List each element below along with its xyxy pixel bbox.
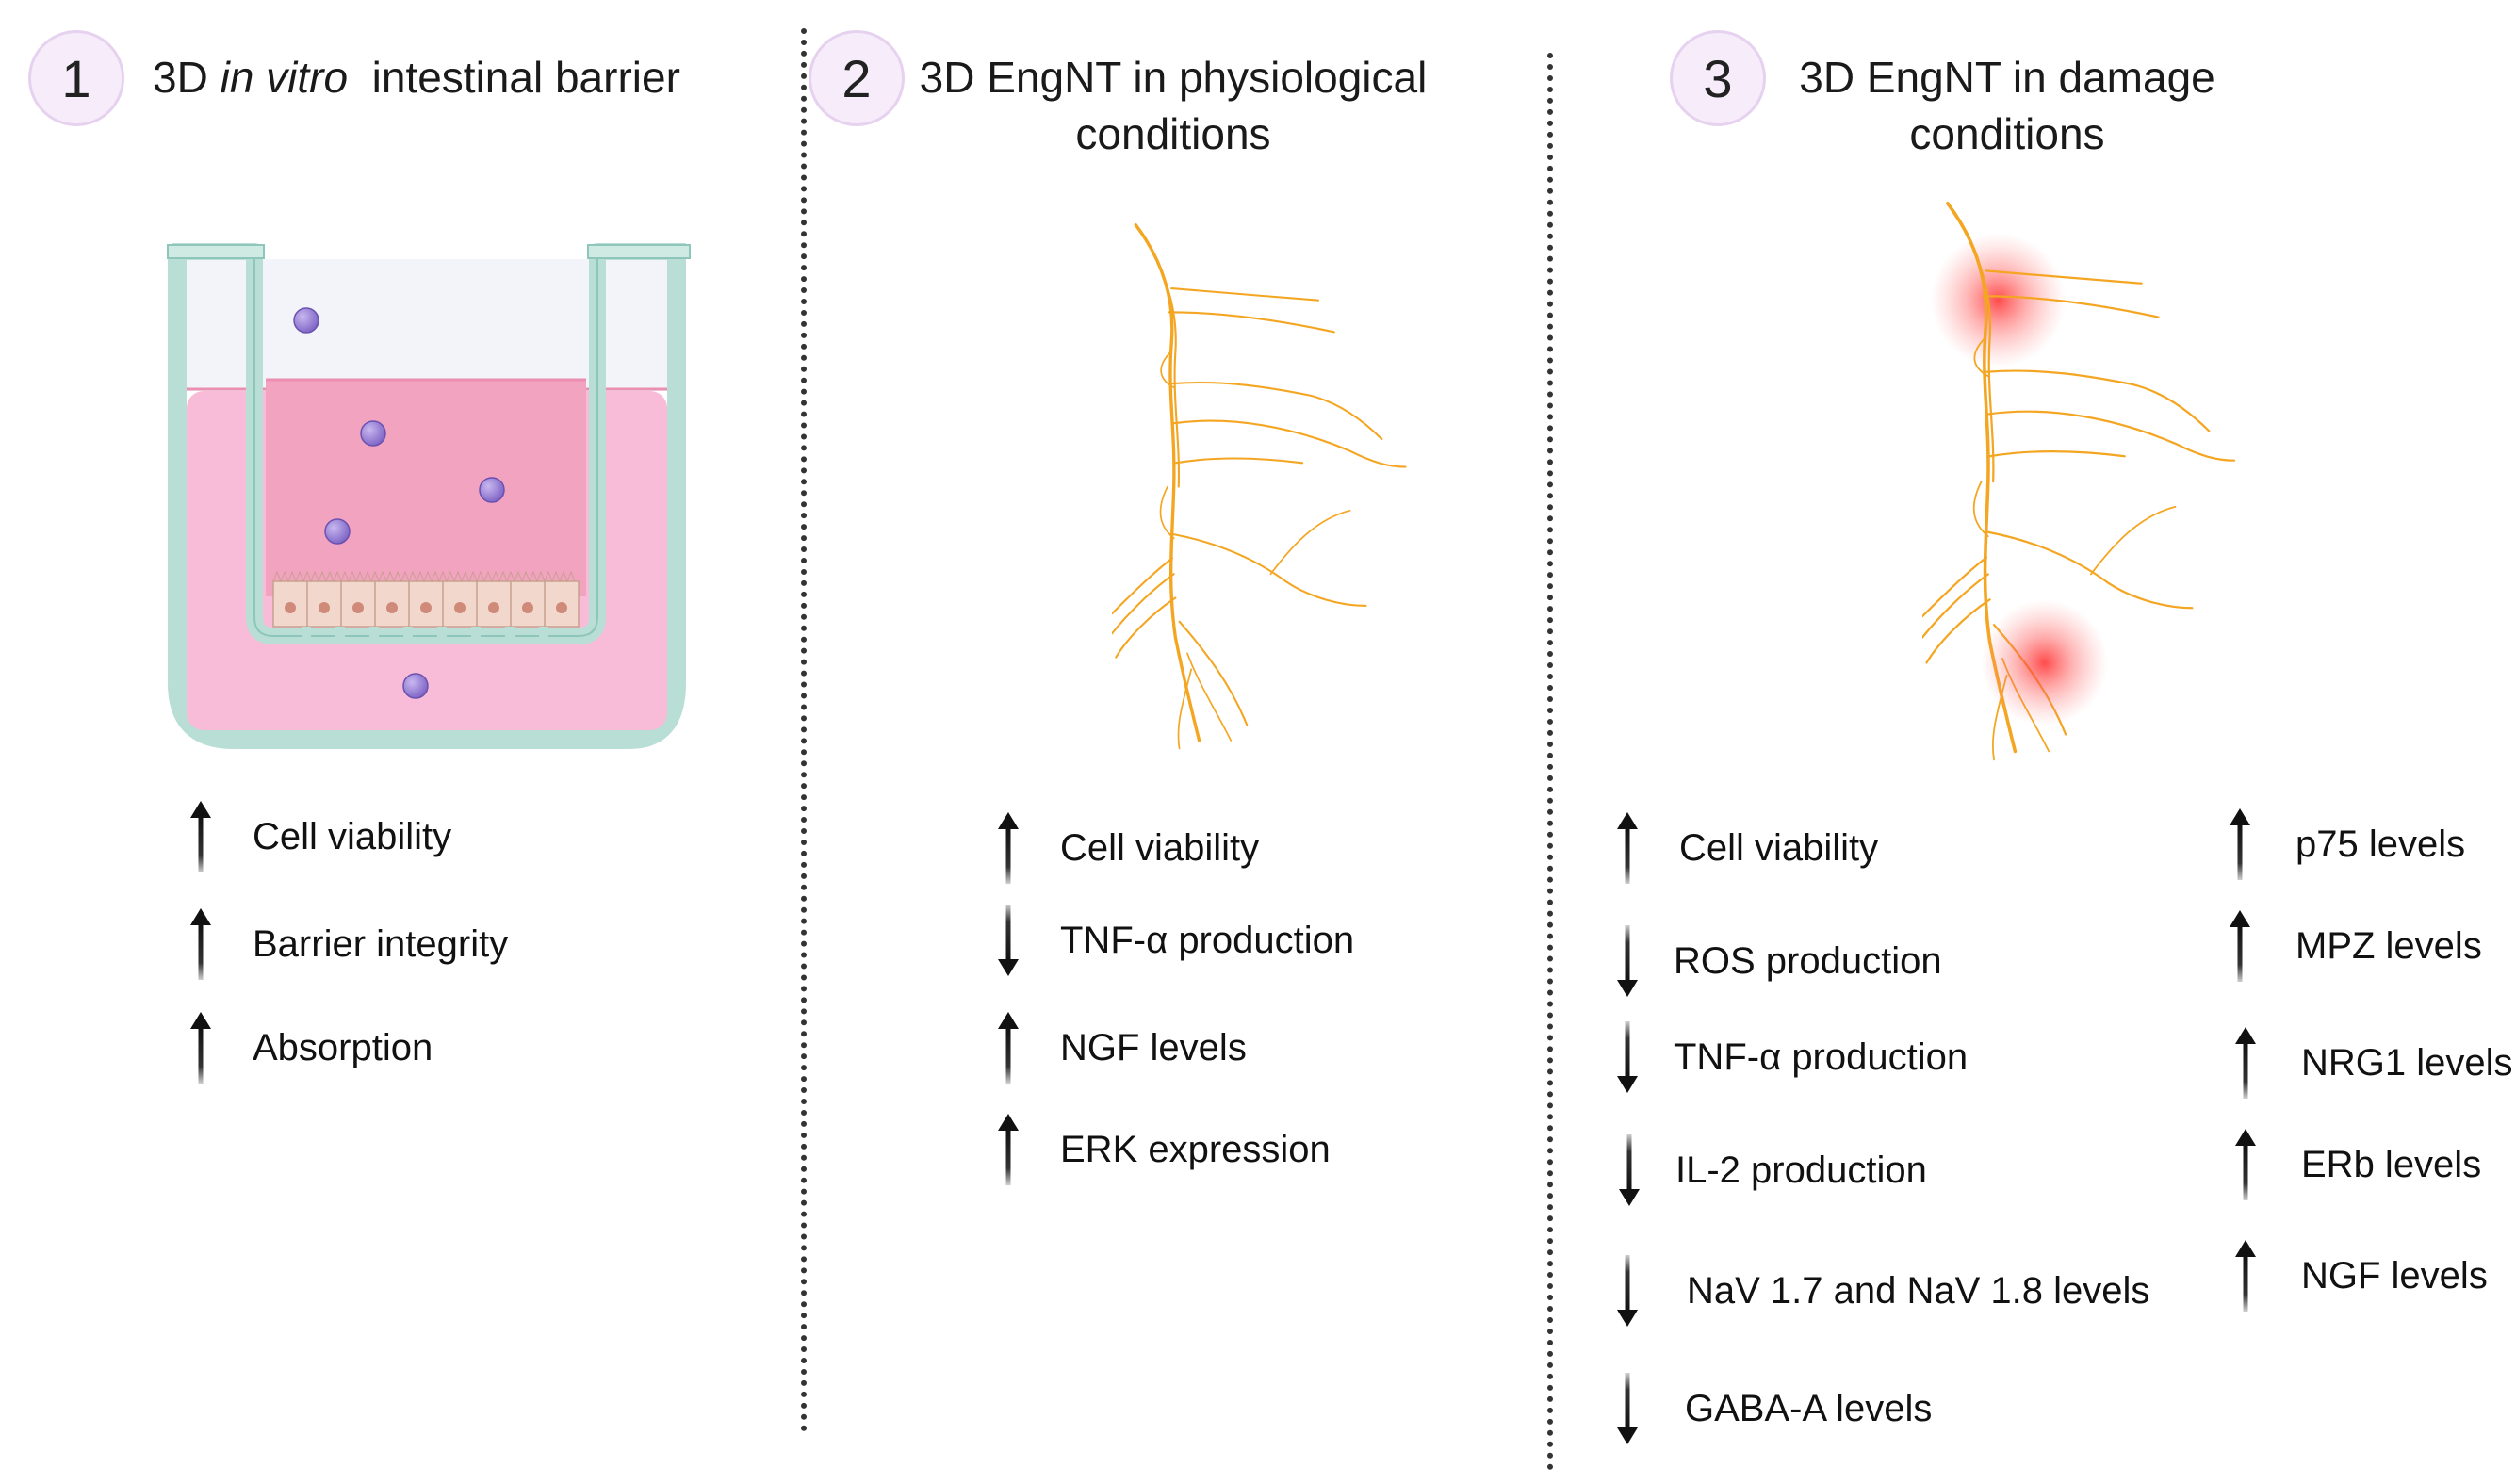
section-divider	[1547, 53, 1553, 1471]
panel-title: 3D EngNT in physiological conditions	[919, 53, 1428, 158]
particle-beads	[293, 307, 505, 699]
arrow-down-icon	[1619, 1134, 1640, 1206]
arrow-up-icon	[2230, 808, 2250, 880]
arrow-up-icon	[2235, 1240, 2256, 1312]
list-item: ROS production	[1613, 923, 1942, 999]
list-item: MPZ levels	[2226, 908, 2482, 984]
list-item: Cell viability	[187, 799, 451, 874]
epithelial-cell-layer	[272, 570, 580, 642]
panel-title: 3D EngNT in damage conditions	[1799, 53, 2215, 158]
arrow-down-icon	[1617, 1021, 1638, 1093]
arrow-up-icon	[190, 801, 211, 872]
arrow-up-icon	[190, 1012, 211, 1084]
list-item: NaV 1.7 and NaV 1.8 levels	[1613, 1253, 2149, 1329]
arrow-up-icon	[2235, 1129, 2256, 1200]
list-item: TNF-α production	[1613, 1019, 1968, 1095]
step-number: 3	[1703, 48, 1733, 108]
panel-title: 3D in vitro intestinal barrier	[153, 53, 680, 102]
step-number: 2	[841, 48, 872, 108]
step-number-badge: 2	[809, 30, 905, 126]
list-item: p75 levels	[2226, 807, 2465, 882]
arrow-down-icon	[998, 905, 1019, 976]
list-item: IL-2 production	[1615, 1133, 1927, 1208]
list-item: Barrier integrity	[187, 906, 508, 982]
step-number: 1	[61, 48, 91, 108]
list-item: TNF-α production	[994, 903, 1354, 978]
arrow-up-icon	[1617, 812, 1638, 884]
arrow-up-icon	[998, 1114, 1019, 1185]
list-item: GABA-A levels	[1613, 1371, 1932, 1446]
list-item: Cell viability	[994, 810, 1259, 886]
section-divider	[801, 28, 807, 1432]
step-number-badge: 3	[1670, 30, 1766, 126]
insert-medium	[266, 380, 586, 596]
arrow-down-icon	[1617, 1255, 1638, 1327]
arrow-up-icon	[190, 908, 211, 980]
arrow-up-icon	[2230, 910, 2250, 982]
arrow-up-icon	[998, 1012, 1019, 1084]
list-item: ERb levels	[2231, 1127, 2481, 1202]
arrow-up-icon	[2235, 1027, 2256, 1099]
arrow-up-icon	[998, 812, 1019, 884]
list-item: NGF levels	[2231, 1238, 2488, 1313]
nerve-illustration	[1112, 222, 1408, 751]
list-item: ERK expression	[994, 1112, 1331, 1187]
step-number-badge: 1	[28, 30, 124, 126]
damage-glow	[1930, 233, 2067, 368]
list-item: Absorption	[187, 1010, 433, 1085]
list-item: NRG1 levels	[2231, 1025, 2513, 1101]
damaged-nerve-illustration	[1922, 202, 2236, 762]
list-item: NGF levels	[994, 1010, 1247, 1085]
arrow-down-icon	[1617, 1373, 1638, 1444]
list-item: Cell viability	[1613, 810, 1878, 886]
transwell-well-illustration	[167, 243, 691, 749]
damage-glow	[1981, 599, 2108, 726]
arrow-down-icon	[1617, 925, 1638, 997]
